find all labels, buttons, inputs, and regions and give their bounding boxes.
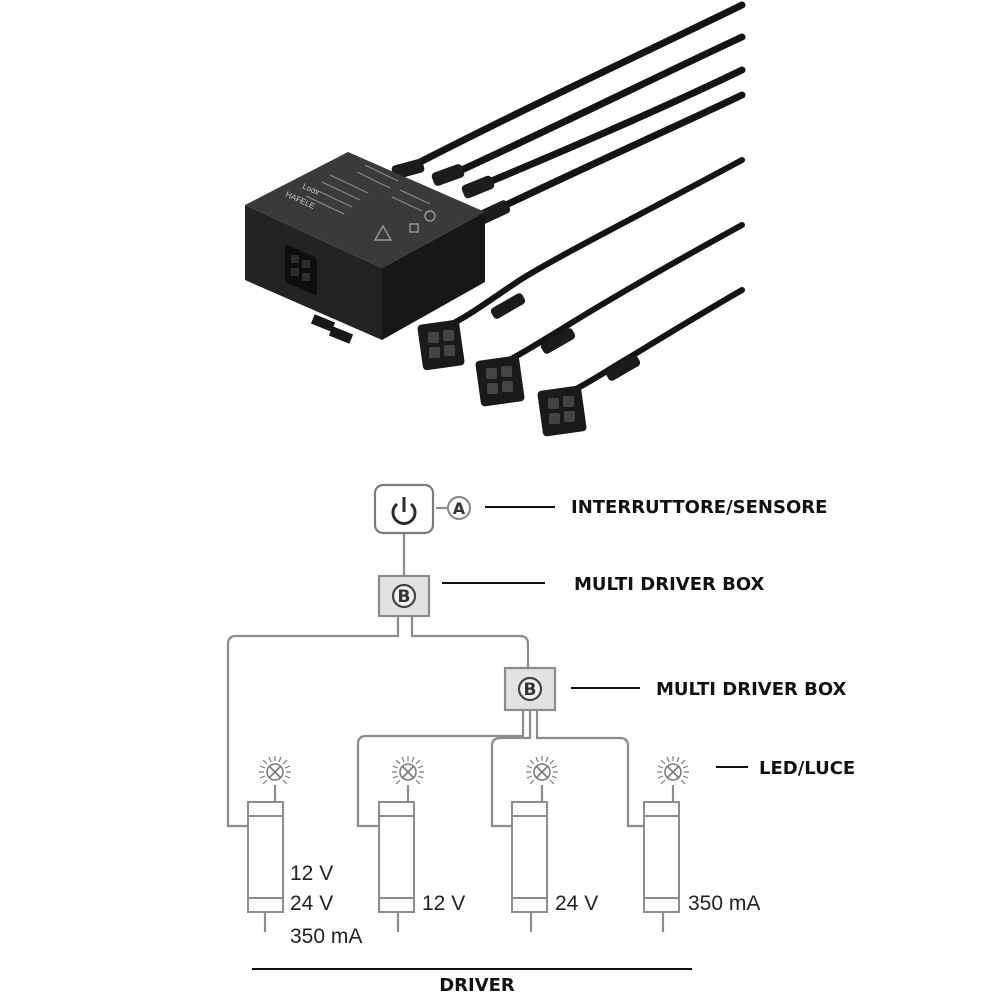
leader-lines [252, 506, 748, 970]
mount-clip [328, 326, 354, 344]
driver-2 [378, 801, 415, 913]
cable [391, 1, 746, 179]
switch-sensor [373, 483, 472, 535]
drivers [247, 801, 680, 913]
cable [466, 66, 746, 194]
label-led-light: LED/LUCE [759, 758, 855, 779]
led-1 [259, 756, 291, 785]
plug-connector-1 [417, 319, 465, 371]
wire-lower-box-to-driver-4 [535, 710, 644, 828]
switch-box [373, 483, 435, 535]
marker-b-circle [517, 676, 543, 702]
sleeve [477, 200, 511, 224]
driver-4 [643, 801, 680, 913]
connector-cable [567, 287, 745, 395]
label-multi-driver-box-lower: MULTI DRIVER BOX [656, 679, 846, 700]
driver-1 [247, 801, 284, 913]
cable-sleeves [391, 158, 511, 224]
multi-driver-box-upper [377, 574, 431, 618]
housing-cert-icons [373, 210, 436, 241]
driver-2-spec-1: 12 V [422, 892, 465, 915]
cable [481, 91, 746, 219]
wire-lower-box-to-driver-2 [356, 710, 525, 828]
connector-cable [502, 222, 745, 365]
marker-b-letter-lower: B [524, 680, 537, 700]
cable [436, 33, 746, 184]
cable-bundle [391, 1, 746, 219]
housing-print-lines [305, 164, 431, 215]
sleeve [461, 175, 495, 199]
plug-connector-2 [475, 355, 525, 407]
connector-sleeves [490, 293, 641, 381]
driver-3-spec-1: 24 V [555, 892, 598, 915]
driver-3 [511, 801, 548, 913]
led-2 [392, 756, 424, 785]
connector-cable [447, 157, 745, 328]
product-photo: HAFELE Loox [245, 1, 746, 437]
socket-pins [291, 255, 310, 281]
sleeve [391, 158, 425, 180]
sleeve [431, 164, 465, 186]
label-switch-sensor: INTERRUTTORE/SENSORE [571, 497, 827, 518]
driver-1-spec-1: 12 V [290, 862, 333, 885]
marker-b-letter-upper: B [398, 587, 411, 607]
led-lamps [259, 756, 689, 785]
power-icon [391, 502, 417, 525]
housing-side-face [382, 212, 485, 340]
driver-1-spec-3: 350 mA [290, 925, 362, 948]
housing-top-face [245, 152, 485, 268]
plug-connector-3 [537, 385, 587, 437]
driver-4-spec-1: 350 mA [688, 892, 760, 915]
wiring-diagram [226, 483, 748, 970]
driver-1-spec-2: 24 V [290, 892, 333, 915]
multi-driver-box-lower [503, 666, 557, 712]
connector-cables [447, 157, 745, 395]
marker-b-circle [391, 583, 417, 609]
wires [226, 532, 675, 932]
label-driver: DRIVER [439, 975, 515, 996]
marker-a-letter: A [453, 499, 466, 518]
wire-lower-box-to-driver-3 [490, 710, 532, 828]
wire-box-to-lower-box [410, 614, 530, 668]
wire-box-to-left-driver [226, 614, 400, 828]
diagram-text: A B B INTERRUTTORE/SENSORE MULTI DRIVER … [290, 497, 855, 996]
led-3 [526, 756, 558, 785]
mount-clip [310, 314, 336, 332]
driver-box-housing: HAFELE Loox [245, 152, 485, 344]
led-4 [657, 756, 689, 785]
label-multi-driver-box-upper: MULTI DRIVER BOX [574, 574, 764, 595]
